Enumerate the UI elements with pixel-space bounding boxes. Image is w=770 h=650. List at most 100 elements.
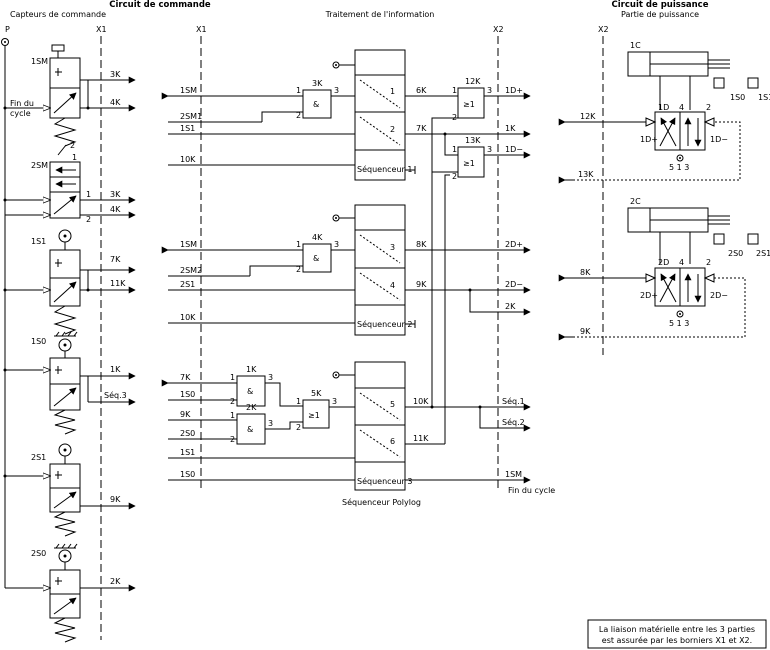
sig-4k-b: 4K [110, 205, 121, 214]
command-circuit-title: Circuit de commande [109, 0, 211, 10]
svg-text:1: 1 [296, 240, 301, 249]
x2-mid-label: X2 [493, 25, 504, 34]
svg-text:9K: 9K [416, 280, 427, 289]
svg-text:Séquenceur 1: Séquenceur 1 [357, 164, 412, 174]
svg-text:2: 2 [86, 215, 91, 224]
svg-text:3: 3 [334, 86, 339, 95]
svg-text:2D−: 2D− [505, 280, 523, 289]
svg-text:2: 2 [230, 435, 235, 444]
svg-text:2: 2 [390, 125, 395, 134]
svg-text:2: 2 [70, 141, 75, 150]
svg-text:3K: 3K [312, 79, 323, 88]
svg-text:1D+: 1D+ [640, 135, 658, 144]
or-gate-5k [302, 399, 330, 429]
cylinder-1c: 1C 1S0 1S1 [627, 41, 770, 110]
polylog-label: Séquenceur Polylog [342, 497, 421, 507]
svg-text:Séquenceur 2: Séquenceur 2 [357, 319, 412, 329]
svg-text:2S0: 2S0 [728, 249, 743, 258]
svg-text:10K: 10K [180, 313, 196, 322]
sig-11k: 11K [110, 279, 126, 288]
svg-text:1: 1 [296, 86, 301, 95]
svg-text:1: 1 [72, 153, 77, 162]
svg-text:1S0: 1S0 [180, 470, 195, 479]
svg-text:3: 3 [332, 397, 337, 406]
svg-text:8K: 8K [580, 268, 591, 277]
processing-title: Traitement de l'information [325, 10, 435, 19]
svg-text:13K: 13K [465, 136, 481, 145]
sensor-1sm: 1SM Fin du cycle [5, 44, 81, 147]
svg-text:1K: 1K [505, 124, 516, 133]
svg-text:1D−: 1D− [505, 145, 523, 154]
sensor-1s1: 1S1 [5, 229, 81, 335]
svg-text:2K: 2K [505, 302, 516, 311]
svg-text:4: 4 [679, 258, 684, 267]
svg-text:1: 1 [390, 87, 395, 96]
svg-text:5K: 5K [311, 389, 322, 398]
power-part-title: Partie de puissance [621, 10, 699, 19]
svg-text:1: 1 [86, 190, 91, 199]
svg-text:13K: 13K [578, 170, 594, 179]
svg-text:1SM: 1SM [505, 470, 522, 479]
sequencer-1: 1 2 Séquenceur 1 [332, 49, 416, 181]
svg-text:2S1: 2S1 [31, 453, 46, 462]
svg-text:1: 1 [230, 411, 235, 420]
svg-text:1: 1 [452, 86, 457, 95]
svg-text:2SM1: 2SM1 [180, 112, 202, 121]
supply-source [1, 38, 9, 46]
svg-text:8K: 8K [416, 240, 427, 249]
svg-text:1S1: 1S1 [180, 448, 195, 457]
svg-text:2S1: 2S1 [756, 249, 770, 258]
svg-text:2: 2 [296, 111, 301, 120]
svg-text:3: 3 [268, 373, 273, 382]
svg-text:2K: 2K [246, 403, 257, 412]
svg-text:2: 2 [296, 423, 301, 432]
svg-text:2D+: 2D+ [505, 240, 523, 249]
svg-text:1SM: 1SM [31, 57, 48, 66]
svg-text:4: 4 [390, 281, 395, 290]
sensor-2s1: 2S1 [5, 443, 81, 537]
svg-text:3: 3 [487, 145, 492, 154]
svg-text:≥1: ≥1 [463, 100, 475, 109]
svg-text:Séq.2: Séq.2 [502, 417, 525, 427]
svg-text:&: & [313, 254, 319, 263]
svg-text:1K: 1K [246, 365, 257, 374]
sig-9k: 9K [110, 495, 121, 504]
power-circuit-title: Circuit de puissance [612, 0, 709, 10]
svg-text:1D+: 1D+ [505, 86, 523, 95]
svg-text:1SM: 1SM [180, 86, 197, 95]
svg-text:9K: 9K [580, 327, 591, 336]
svg-text:2: 2 [452, 172, 457, 181]
sig-1k: 1K [110, 365, 121, 374]
supply-p-label: P [5, 25, 10, 34]
svg-text:1S1: 1S1 [31, 237, 46, 246]
svg-text:1S1: 1S1 [758, 93, 770, 102]
svg-text:1: 1 [230, 373, 235, 382]
svg-text:1C: 1C [630, 41, 641, 50]
svg-text:≥1: ≥1 [308, 411, 320, 420]
svg-text:3: 3 [390, 243, 395, 252]
valve-1d: 1D 4 2 1D+ 1D− 5 1 3 [640, 103, 728, 172]
svg-text:2S0: 2S0 [180, 429, 195, 438]
svg-text:&: & [313, 100, 319, 109]
svg-text:4: 4 [679, 103, 684, 112]
svg-text:2: 2 [296, 265, 301, 274]
svg-text:2D+: 2D+ [640, 291, 658, 300]
and-gate-3k [302, 89, 332, 119]
svg-text:10K: 10K [180, 155, 196, 164]
x1-mid-label: X1 [196, 25, 207, 34]
sig-3k-a: 3K [110, 70, 121, 79]
svg-text:2S0: 2S0 [31, 549, 46, 558]
note-line-2: est assurée par les borniers X1 et X2. [602, 635, 752, 645]
svg-text:Fin du: Fin du [10, 99, 34, 108]
svg-text:11K: 11K [413, 434, 429, 443]
svg-text:&: & [247, 425, 253, 434]
svg-text:3: 3 [268, 419, 273, 428]
svg-text:Séq.1: Séq.1 [502, 396, 525, 406]
sequencer-2: 3 4 Séquenceur 2 [332, 204, 416, 336]
svg-text:1: 1 [452, 145, 457, 154]
svg-text:1D−: 1D− [710, 135, 728, 144]
sig-seq3: Séq.3 [104, 390, 127, 400]
note-box: La liaison matérielle entre les 3 partie… [587, 619, 767, 649]
